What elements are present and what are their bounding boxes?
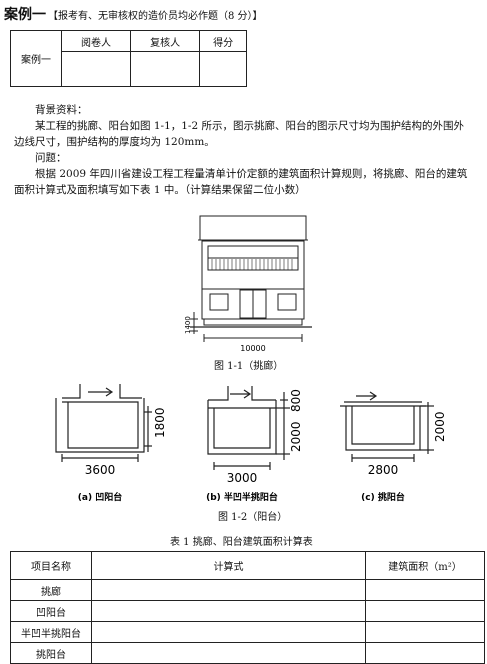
overhang-corridor <box>203 318 303 326</box>
col-header-area: 建筑面积（m²） <box>365 551 485 580</box>
roof-parapet <box>199 215 307 241</box>
row-label-corridor: 挑廊 <box>10 579 92 601</box>
question-title: 案例一【报考有、无审核权的造价员均必作题（8 分）】 <box>4 4 263 24</box>
row-label-semi: 半凹半挑阳台 <box>10 621 92 643</box>
question-heading: 问题： <box>35 152 67 164</box>
balcony-b <box>207 386 290 470</box>
figure-1-2-caption: 图 1-2（阳台） <box>218 512 288 523</box>
col-header-item: 项目名称 <box>10 551 92 580</box>
background-heading: 背景资料： <box>35 104 88 116</box>
background-text-1: 某工程的挑廊、阳台如图 1-1，1-2 所示，图示挑廊、阳台的图示尺寸均为围护结… <box>35 120 464 132</box>
grader-header: 阅卷人 <box>60 30 132 52</box>
area-cell[interactable] <box>365 600 485 622</box>
area-cell[interactable] <box>365 642 485 664</box>
area-calculation-table: 项目名称 计算式 建筑面积（m²） 挑廊 凹阳台 半凹半挑阳台 挑阳台 <box>10 551 485 664</box>
formula-cell[interactable] <box>91 621 366 643</box>
row-label-cantilever: 挑阳台 <box>10 642 92 664</box>
question-text-2: 面积计算式及面积填写如下表 1 中。（计算结果保留二位小数） <box>14 184 306 196</box>
area-cell[interactable] <box>365 621 485 643</box>
figure-1-1-drawing: 10000 1400 <box>184 215 312 353</box>
fig-a-label: (a) 凹阳台 <box>78 491 122 503</box>
row-label-recessed: 凹阳台 <box>10 600 92 622</box>
col-header-formula: 计算式 <box>91 551 366 580</box>
fig-c-depth: 2000 <box>433 411 447 442</box>
table-row: 挑廊 <box>10 579 485 601</box>
balcony-c <box>340 391 434 462</box>
fig1-width-label: 10000 <box>240 344 265 353</box>
balcony-a <box>55 384 152 462</box>
score-cell[interactable] <box>199 51 247 87</box>
grader-cell[interactable] <box>60 51 132 87</box>
case-subtitle: 【报考有、无审核权的造价员均必作题（8 分）】 <box>48 11 263 22</box>
fig-b-width: 3000 <box>227 471 258 485</box>
formula-cell[interactable] <box>91 579 366 601</box>
fig-a-width: 3600 <box>85 463 116 477</box>
fig-b-depth-1: 2000 <box>289 421 303 452</box>
upper-floor <box>201 240 305 290</box>
fig1-depth-label: 1400 <box>184 316 192 334</box>
area-cell[interactable] <box>365 579 485 601</box>
figure-1-1-caption: 图 1-1（挑廊） <box>214 361 284 372</box>
table-header-row: 项目名称 计算式 建筑面积（m²） <box>10 551 485 580</box>
score-row-label: 案例一 <box>10 30 62 87</box>
reviewer-header: 复核人 <box>130 30 201 52</box>
table-1-caption: 表 1 挑廊、阳台建筑面积计算表 <box>170 537 313 548</box>
fig-c-label: (c) 挑阳台 <box>361 491 405 503</box>
formula-cell[interactable] <box>91 600 366 622</box>
table-row: 凹阳台 <box>10 600 485 622</box>
table-row: 挑阳台 <box>10 642 485 664</box>
background-section: 背景资料： 某工程的挑廊、阳台如图 1-1，1-2 所示，图示挑廊、阳台的图示尺… <box>14 102 484 198</box>
formula-cell[interactable] <box>91 642 366 664</box>
background-text-2: 边线尺寸，围护结构的厚度均为 120mm。 <box>14 136 215 148</box>
case-title: 案例一 <box>4 7 46 23</box>
fig-b-label: (b) 半凹半挑阳台 <box>206 491 278 503</box>
table-row: 半凹半挑阳台 <box>10 621 485 643</box>
question-text-1: 根据 2009 年四川省建设工程工程量清单计价定额的建筑面积计算规则，将挑廊、阳… <box>35 168 468 180</box>
fig-a-depth: 1800 <box>153 407 167 438</box>
score-header: 得分 <box>199 30 247 52</box>
right-window <box>277 293 297 311</box>
fig-b-depth-2: 800 <box>289 389 303 412</box>
reviewer-cell[interactable] <box>130 51 201 87</box>
figure-1-2-drawing: 3600 1800 3000 2000 800 2800 2000 (a) 凹阳… <box>55 384 447 503</box>
score-table: 案例一 阅卷人 复核人 得分 <box>10 30 247 87</box>
fig-c-width: 2800 <box>368 463 399 477</box>
left-window <box>209 293 229 311</box>
